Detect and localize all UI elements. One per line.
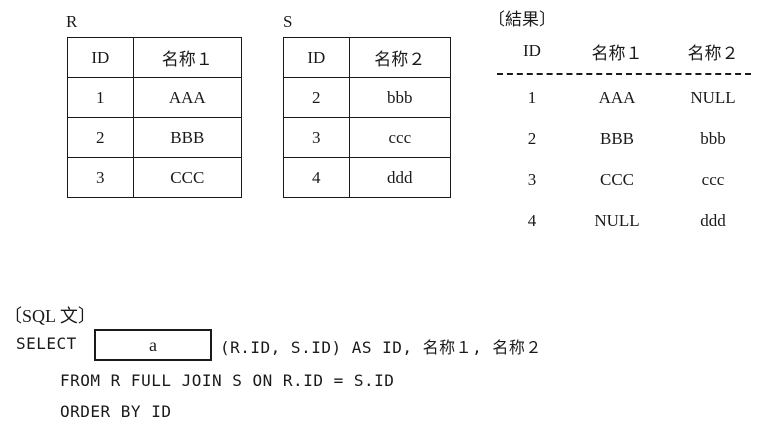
result-header-id: ID — [523, 41, 541, 60]
table-cell: ccc — [348, 117, 452, 158]
table-r-header-id: ID — [67, 37, 134, 78]
table-cell: ddd — [348, 157, 452, 198]
sql-line1-rest: (R.ID, S.ID) AS ID, 名称１, 名称２ — [220, 338, 542, 357]
table-s-header-row: ID 名称２ — [283, 37, 452, 78]
table-cell: 3 — [67, 157, 134, 198]
sql-line3: ORDER BY ID — [60, 402, 172, 421]
sql-label: 〔SQL 文〕 — [4, 306, 96, 326]
table-cell: CCC — [599, 169, 635, 189]
result-table: ID 名称１ 名称２ 1 AAA NULL 2 BBB bbb 3 CCC cc… — [497, 25, 759, 241]
sql-line2: FROM R FULL JOIN S ON R.ID = S.ID — [60, 371, 395, 390]
table-cell: 4 — [527, 210, 537, 230]
table-row: 4 ddd — [283, 157, 452, 198]
table-s-label: S — [283, 12, 293, 31]
table-cell: NULL — [690, 87, 736, 107]
table-cell: BBB — [132, 117, 243, 158]
table-cell: CCC — [132, 157, 243, 198]
table-cell: AAA — [598, 87, 636, 107]
table-cell: bbb — [700, 128, 726, 148]
table-cell: 3 — [283, 117, 350, 158]
table-cell: BBB — [599, 128, 635, 148]
table-cell: NULL — [594, 210, 640, 230]
table-r: ID 名称１ 1 AAA 2 BBB 3 CCC — [67, 37, 243, 198]
table-row: 1 AAA — [67, 77, 243, 118]
table-s-header-id: ID — [283, 37, 350, 78]
table-cell: 2 — [527, 128, 537, 148]
result-divider — [497, 73, 751, 75]
table-cell: 1 — [527, 87, 537, 107]
table-cell: 4 — [283, 157, 350, 198]
table-cell: 1 — [67, 77, 134, 118]
table-row: 3 CCC ccc — [497, 159, 759, 200]
table-cell: 2 — [283, 77, 350, 118]
table-row: 3 ccc — [283, 117, 452, 158]
table-cell: bbb — [348, 77, 452, 118]
result-header-name2: 名称２ — [687, 43, 739, 63]
table-r-label: R — [66, 12, 78, 31]
result-header-row: ID 名称１ 名称２ — [497, 25, 759, 77]
table-cell: 2 — [67, 117, 134, 158]
table-r-header-row: ID 名称１ — [67, 37, 243, 78]
table-row: 4 NULL ddd — [497, 200, 759, 241]
table-row: 2 bbb — [283, 77, 452, 118]
table-r-header-name: 名称１ — [132, 37, 243, 78]
table-s-header-name: 名称２ — [348, 37, 452, 78]
table-s: ID 名称２ 2 bbb 3 ccc 4 ddd — [283, 37, 452, 198]
table-cell: ccc — [701, 169, 725, 189]
sql-select-keyword: SELECT — [16, 334, 77, 353]
result-label: 〔結果〕 — [488, 10, 556, 29]
table-row: 3 CCC — [67, 157, 243, 198]
table-cell: AAA — [132, 77, 243, 118]
result-header-name1: 名称１ — [591, 43, 643, 63]
table-cell: ddd — [700, 210, 726, 230]
table-cell: 3 — [527, 169, 537, 189]
table-row: 2 BBB bbb — [497, 118, 759, 159]
table-row: 1 AAA NULL — [497, 77, 759, 118]
sql-blank-a: a — [94, 329, 212, 361]
table-row: 2 BBB — [67, 117, 243, 158]
